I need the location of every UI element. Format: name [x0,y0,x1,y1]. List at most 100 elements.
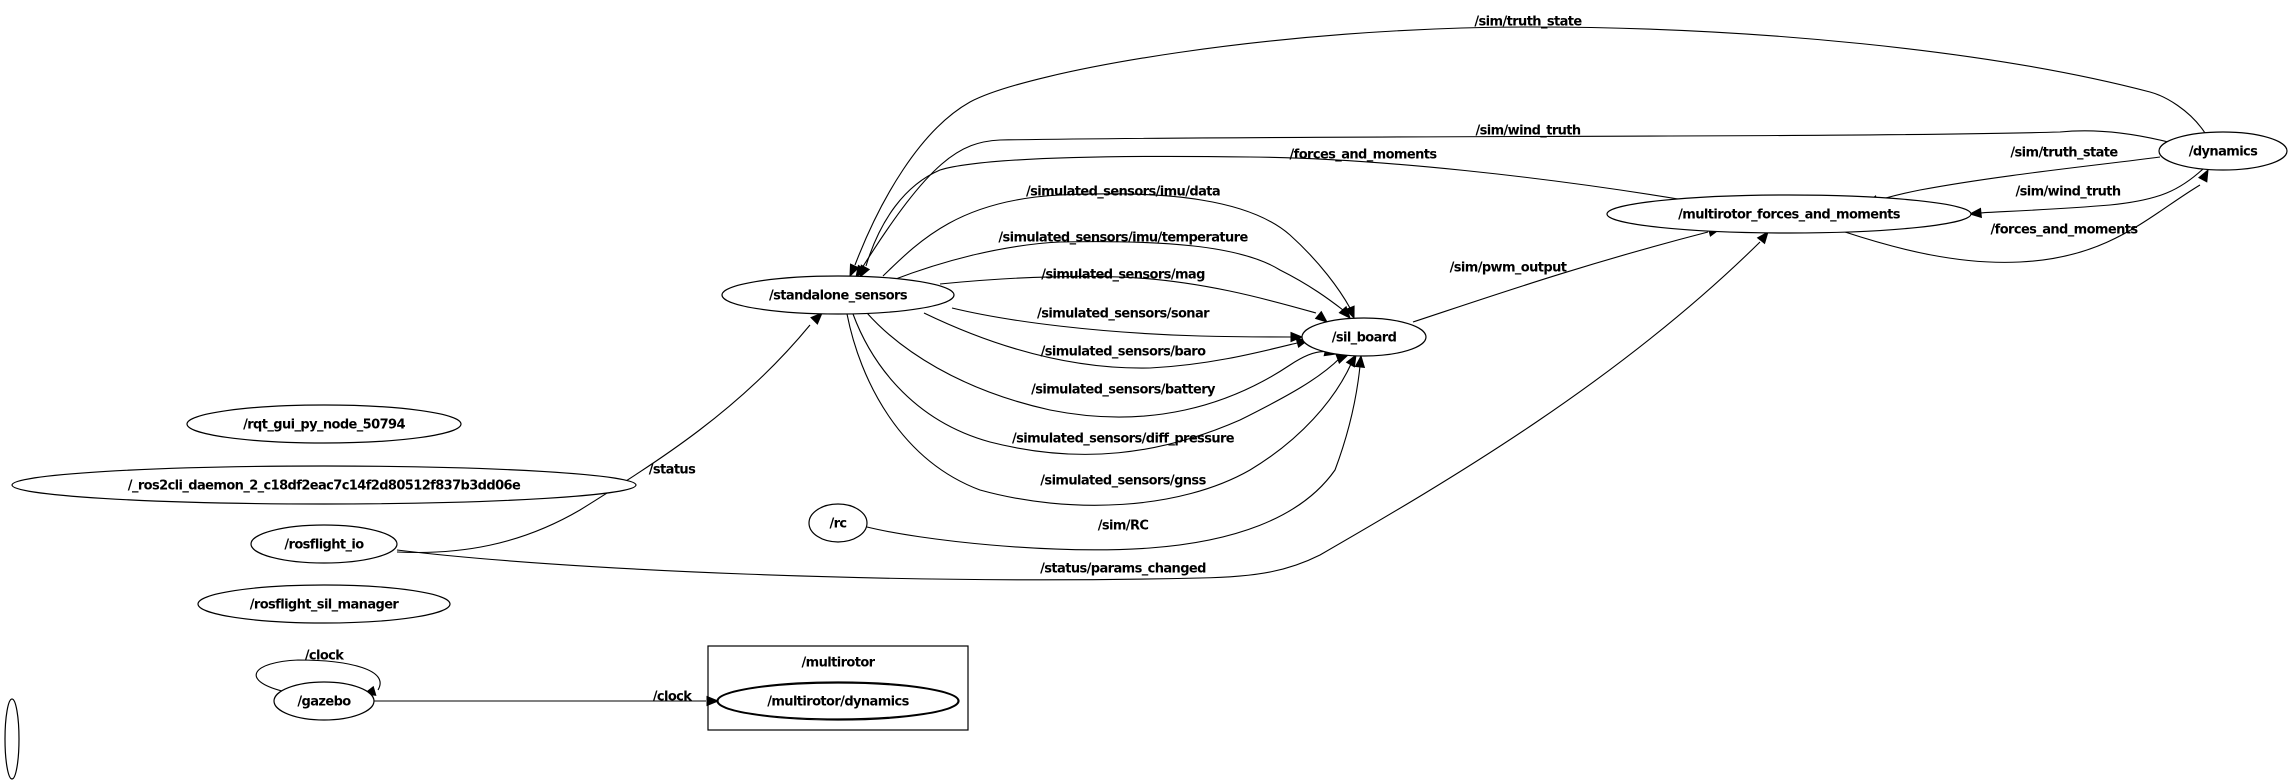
node-label: /multirotor_forces_and_moments [1678,208,1901,223]
node-label: /gazebo [297,695,351,710]
edge-topic-label: /simulated_sensors/sonar [1037,307,1210,322]
edge-simulated-sensors-battery[interactable]: /simulated_sensors/battery [866,312,1338,418]
edge-sim-rc[interactable]: /sim/RC [866,354,1366,551]
node-rqt-gui-py-node-50794[interactable]: /rqt_gui_py_node_50794 [186,404,462,444]
edge-line[interactable] [866,365,1361,551]
edge-simulated-sensors-imu-temperature[interactable]: /simulated_sensors/imu/temperature [892,231,1351,319]
node-ellipse-inner [717,682,959,720]
edge-topic-label: /sim/truth_state [2010,146,2118,161]
edge-simulated-sensors-diff-pressure[interactable]: /simulated_sensors/diff_pressure [852,313,1350,455]
node-label: /rosflight_sil_manager [250,598,400,613]
edge-sim-truth-state[interactable]: /sim/truth_state [849,15,2206,278]
edge-topic-label: /status [649,463,696,478]
edge-line[interactable] [882,193,1351,309]
edge-topic-label: /sim/wind_truth [2015,185,2120,200]
node-label: /multirotor/dynamics [767,695,909,710]
edge-simulated-sensors-sonar[interactable]: /simulated_sensors/sonar [951,307,1304,343]
edge-line[interactable] [1844,184,2201,263]
edge-line[interactable] [854,26,2206,266]
edge-line[interactable] [865,155,1679,267]
node-ellipse[interactable] [808,503,868,543]
node-label: /rqt_gui_py_node_50794 [243,418,405,433]
node-ellipse[interactable] [1301,317,1427,357]
edge-clock[interactable]: /clock [374,690,720,707]
edge-line[interactable] [861,130,2169,269]
cluster-label: /multirotor [802,656,876,671]
edge-topic-label: /simulated_sensors/diff_pressure [1012,432,1235,447]
node-ellipse[interactable] [721,275,955,315]
node-ellipse[interactable] [2158,131,2288,171]
node-ellipse[interactable] [197,584,451,624]
edge-topic-label: /clock [305,649,345,664]
edge-forces-and-moments[interactable]: /forces_and_moments [1844,168,2209,263]
edge-topic-label: /simulated_sensors/baro [1041,345,1206,360]
node-ellipse[interactable] [11,465,637,505]
node-multirotor-forces-and-moments[interactable]: /multirotor_forces_and_moments [1606,194,1972,234]
edge-line[interactable] [852,313,1341,455]
node-gazebo[interactable]: /gazebo [273,681,375,721]
edge-topic-label: /sim/pwm_output [1450,261,1567,276]
edge-clock[interactable]: /clock [255,649,381,696]
node-ellipse[interactable] [250,524,398,564]
edge-topic-label: /clock [653,690,693,705]
edge-topic-label: /status/params_changed [1040,562,1206,577]
edge-line[interactable] [923,312,1298,369]
edge-topic-label: /sim/truth_state [1474,15,1582,30]
edge-line[interactable] [866,312,1329,418]
cluster-multirotor: /multirotor [707,645,969,731]
edge-line[interactable] [1979,168,2204,214]
edge-topic-label: /simulated_sensors/imu/temperature [998,231,1248,246]
edge-topic-label: /simulated_sensors/battery [1031,383,1216,398]
node-label: /rosflight_io [284,538,364,553]
edge-simulated-sensors-gnss[interactable]: /simulated_sensors/gnss [846,313,1357,506]
arrowhead-icon [1968,207,1982,219]
node-multirotor-dynamics[interactable]: /multirotor/dynamics [716,681,960,721]
edge-topic-label: /sim/RC [1098,519,1149,534]
edge-topic-label: /forces_and_moments [1290,148,1438,163]
node-standalone-sensors[interactable]: /standalone_sensors [721,275,955,315]
node--ros2cli-daemon-2-c18df2eac7c14f2d80512f837b3dd06e[interactable]: /_ros2cli_daemon_2_c18df2eac7c14f2d80512… [11,465,637,505]
arrowhead-icon [810,312,823,325]
edge-simulated-sensors-mag[interactable]: /simulated_sensors/mag [939,268,1329,323]
edge-line[interactable] [396,324,811,554]
edge-line[interactable] [1412,231,1709,323]
node-ellipse[interactable] [4,698,20,780]
arrowhead-icon [2198,168,2209,183]
edge-line[interactable] [939,275,1317,314]
arrowhead-icon [849,263,860,278]
node-ellipse[interactable] [273,681,375,721]
edge-simulated-sensors-baro[interactable]: /simulated_sensors/baro [923,312,1310,369]
edge-status[interactable]: /status [396,312,823,554]
edge-forces-and-moments[interactable]: /forces_and_moments [859,148,1679,279]
edge-sim-wind-truth[interactable]: /sim/wind_truth [855,124,2169,279]
node-label: /standalone_sensors [769,289,908,304]
edge-sim-pwm-output[interactable]: /sim/pwm_output [1412,226,1722,323]
node-rosflight-sil-manager[interactable]: /rosflight_sil_manager [197,584,451,624]
node-sil-board[interactable]: /sil_board [1301,317,1427,357]
edge-line[interactable] [255,659,381,692]
node-rc[interactable]: /rc [808,503,868,543]
arrowhead-icon [859,264,871,279]
node-ellipse[interactable] [1606,194,1972,234]
edge-status-params-changed[interactable]: /status/params_changed [396,230,1769,581]
arrowhead-icon [1335,354,1350,364]
arrowhead-icon [1345,353,1357,368]
edge-line[interactable] [951,307,1293,338]
node-label: /rc [829,517,846,532]
edge-sim-wind-truth[interactable]: /sim/wind_truth [1968,168,2204,219]
node-dynamics[interactable]: /dynamics [2158,131,2288,171]
node-rosflight-io[interactable]: /rosflight_io [250,524,398,564]
node-ellipse[interactable] [186,404,462,444]
edge-line[interactable] [892,241,1344,311]
edge-topic-label: /sim/wind_truth [1475,124,1580,139]
edge-simulated-sensors-imu-data[interactable]: /simulated_sensors/imu/data [882,185,1355,320]
edge-line[interactable] [846,313,1353,506]
edge-topic-label: /simulated_sensors/mag [1041,268,1205,283]
node-unnamed[interactable] [4,698,20,780]
edge-topic-label: /simulated_sensors/gnss [1040,474,1206,489]
edge-line[interactable] [396,241,1761,581]
arrowhead-icon [706,695,720,707]
node-label: /sil_board [1332,331,1397,346]
arrowhead-icon [1756,230,1769,245]
